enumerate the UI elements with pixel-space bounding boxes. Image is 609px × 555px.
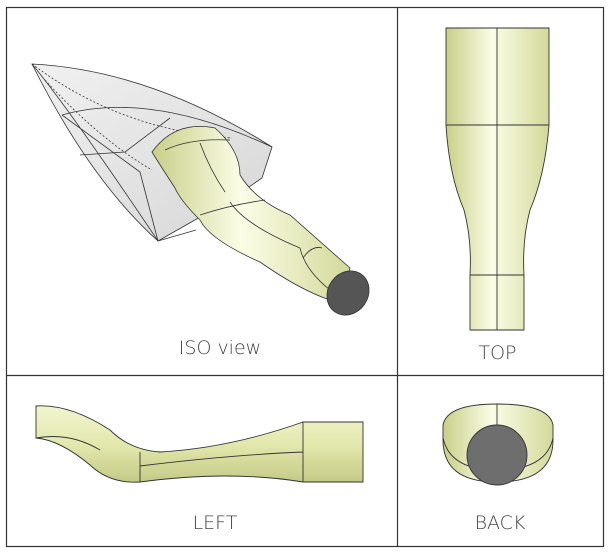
grid-frame: [5, 6, 605, 548]
back-view-label: BACK: [474, 512, 526, 534]
end-cap: [466, 424, 528, 486]
iso-view-label: ISO view: [178, 337, 262, 359]
top-view-drawing: [445, 27, 550, 331]
iso-view-drawing: [31, 63, 370, 316]
end-cap: [326, 270, 370, 316]
back-view-drawing: [442, 403, 554, 486]
left-view-label: LEFT: [192, 512, 238, 534]
top-view-label: TOP: [478, 342, 517, 364]
left-view-drawing: [35, 405, 364, 483]
